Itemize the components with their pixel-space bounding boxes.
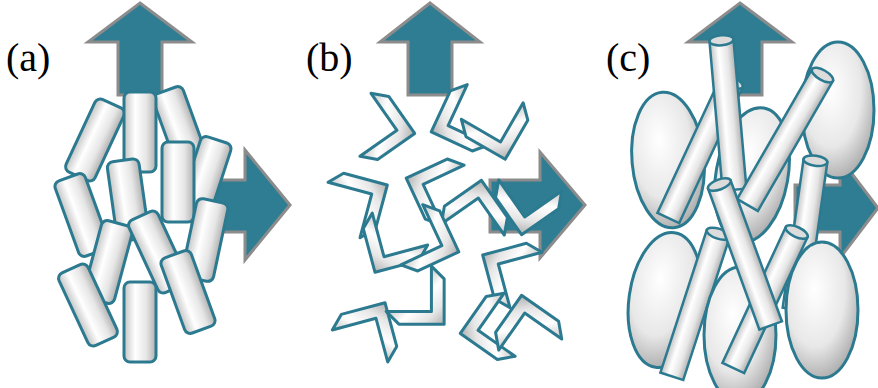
right-arrow — [490, 152, 585, 258]
panel-label: (b) — [306, 38, 353, 78]
random-chevrons — [328, 85, 562, 365]
panel-label: (c) — [606, 38, 650, 78]
panel-label: (a) — [6, 38, 50, 78]
up-arrow — [380, 3, 480, 95]
up-arrow — [88, 3, 192, 95]
cylinders-and-ellipsoids — [620, 34, 874, 388]
aligned-rods — [53, 85, 232, 362]
